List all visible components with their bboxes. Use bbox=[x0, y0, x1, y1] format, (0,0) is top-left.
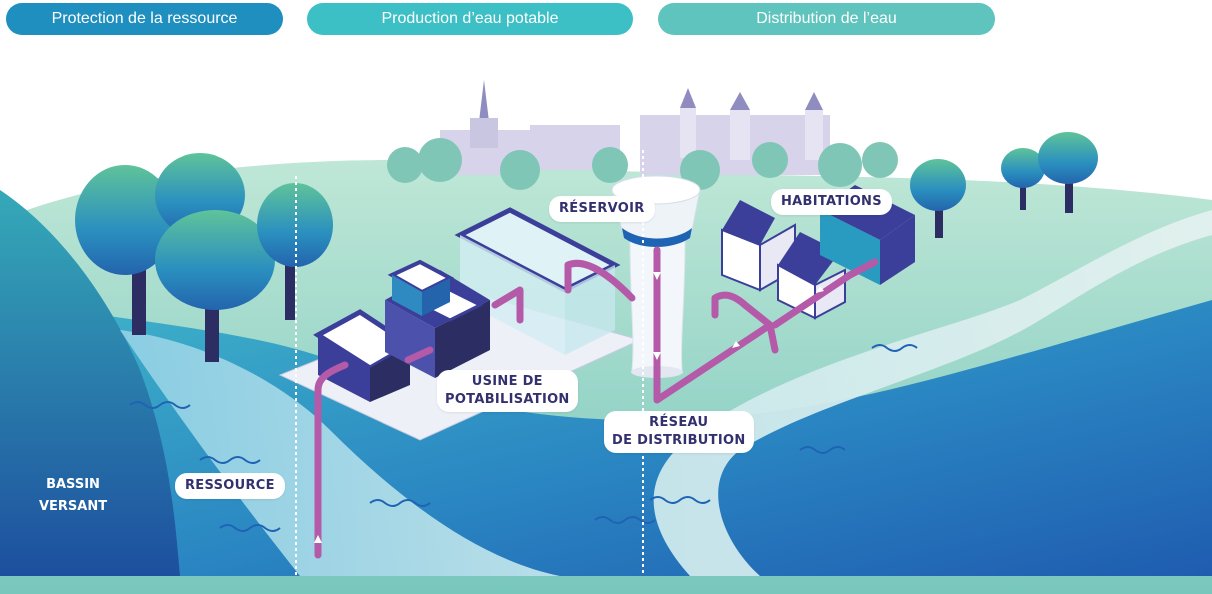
pipe-arrows bbox=[314, 272, 824, 543]
label-reseau-distribution: RÉSEAU DE DISTRIBUTION bbox=[604, 411, 754, 453]
label-bassin-versant: BASSIN VERSANT bbox=[30, 474, 116, 518]
label-reservoir: RÉSERVOIR bbox=[549, 196, 655, 222]
pipe-network bbox=[314, 246, 879, 559]
label-usine-line2: POTABILISATION bbox=[445, 392, 570, 407]
label-ressource: RESSOURCE bbox=[175, 473, 285, 499]
tree-group-right bbox=[910, 132, 1098, 238]
left-hillside bbox=[0, 190, 180, 576]
label-usine-line1: USINE DE bbox=[471, 374, 543, 389]
label-bassin-line1: BASSIN bbox=[46, 477, 100, 492]
tab-distribution-eau[interactable]: Distribution de l’eau bbox=[658, 3, 995, 35]
label-usine-potabilisation: USINE DE POTABILISATION bbox=[437, 370, 578, 412]
label-habitations: HABITATIONS bbox=[771, 189, 892, 215]
label-reseau-line1: RÉSEAU bbox=[649, 415, 709, 430]
tree-group-left bbox=[75, 153, 333, 362]
label-reseau-line2: DE DISTRIBUTION bbox=[612, 433, 746, 448]
town-trees bbox=[387, 138, 898, 190]
river bbox=[120, 210, 1212, 576]
tab-production-eau-potable[interactable]: Production d’eau potable bbox=[307, 3, 633, 35]
label-bassin-line2: VERSANT bbox=[38, 499, 108, 514]
treatment-plant bbox=[278, 207, 642, 441]
wave-marks bbox=[129, 344, 918, 532]
tab-protection-ressource[interactable]: Protection de la ressource bbox=[6, 3, 283, 35]
